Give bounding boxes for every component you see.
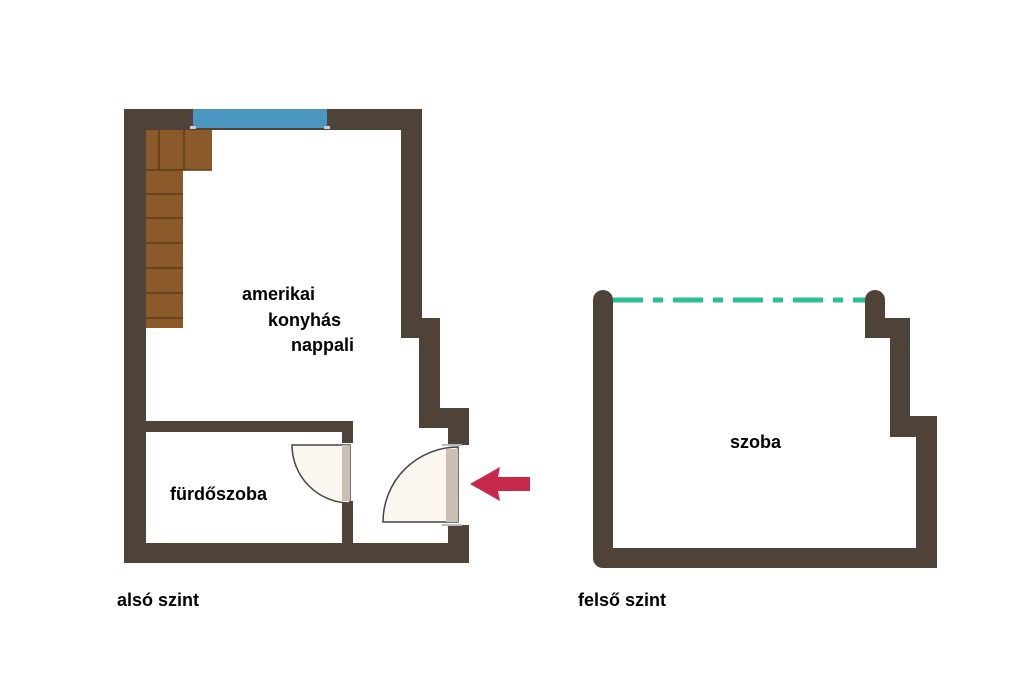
upper-level-caption: felső szint xyxy=(578,590,666,610)
window-frame xyxy=(324,126,330,129)
window-frame xyxy=(190,126,196,129)
bathroom-wall xyxy=(146,421,353,432)
room-label-living-1: amerikai xyxy=(242,284,315,304)
window xyxy=(193,109,327,128)
entrance-door[interactable] xyxy=(382,444,469,526)
entrance-arrow-icon xyxy=(470,467,530,501)
lower-level-plan: amerikai konyhás nappali fürdőszoba alsó… xyxy=(117,109,530,610)
room-label-bathroom: fürdőszoba xyxy=(170,484,268,504)
lower-level-caption: alsó szint xyxy=(117,590,199,610)
room-label-living-2: konyhás xyxy=(268,310,341,330)
upper-level-plan: szoba felső szint xyxy=(578,290,937,610)
room-label-living-3: nappali xyxy=(291,335,354,355)
bathroom-door[interactable] xyxy=(291,443,356,504)
staircase xyxy=(146,130,212,328)
room-label-room: szoba xyxy=(730,432,782,452)
upper-walls xyxy=(593,290,937,568)
